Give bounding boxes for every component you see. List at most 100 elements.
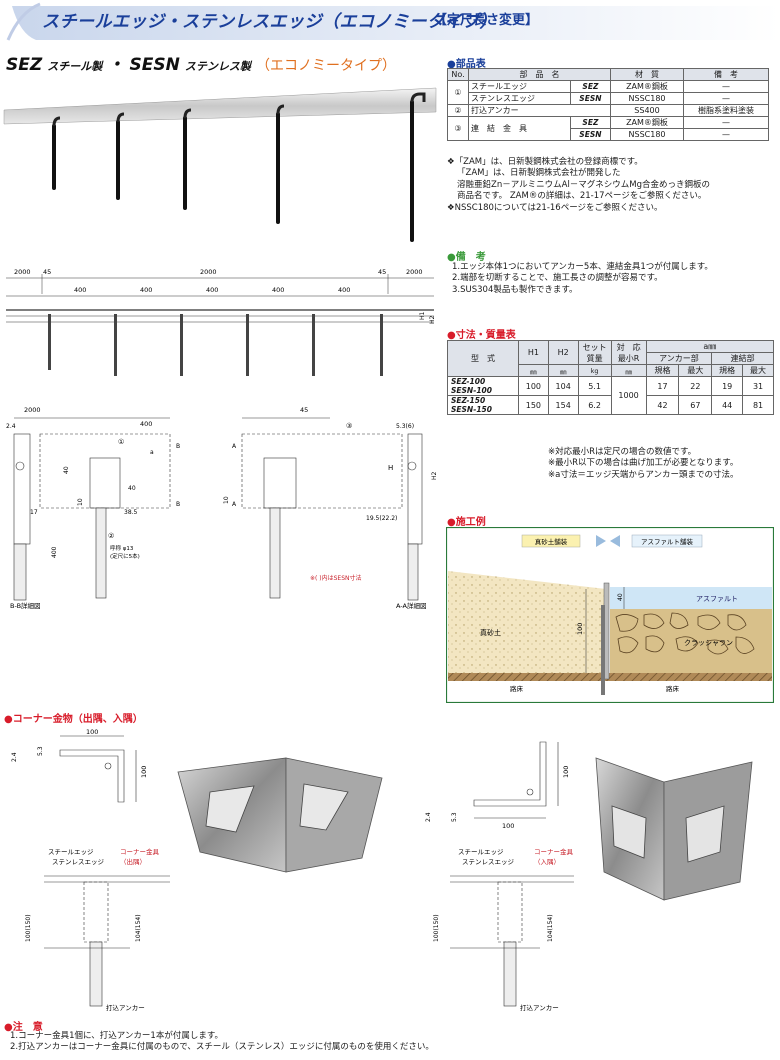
callout-3: ③ <box>346 422 352 430</box>
dim-400: 400 <box>272 286 284 294</box>
asphalt-layer <box>610 587 772 609</box>
crusher-layer <box>610 609 772 673</box>
table-row: ② 打込アンカー SS400 樹脂系塗料塗装 <box>447 104 769 117</box>
sesn-dim-note: ※( )内はSESN寸法 <box>310 574 362 582</box>
dims-note: ※a寸法＝エッジ天端からアンカー頭までの寸法。 <box>548 469 739 480</box>
corner-dim-2-4-right: 2.4 <box>425 812 432 822</box>
dim-400: 400 <box>206 286 218 294</box>
cut-b-bottom: B <box>176 501 180 508</box>
j-std-cell: 19 <box>711 376 744 396</box>
dim-h1: H1 <box>419 311 426 320</box>
steel-edge-label-right: スチールエッジ <box>458 848 504 856</box>
dims-header-radius: 対 応最小R <box>610 340 647 365</box>
corner-in-label: コーナー金具 <box>534 847 574 856</box>
remarks-heading: ●備 考 <box>447 248 486 263</box>
parts-heading: ●部品表 <box>447 59 486 70</box>
parts-material: ZAM®鋼板 <box>610 116 684 129</box>
parts-code: SEZ <box>569 116 612 129</box>
parts-header-no: No. <box>447 68 469 81</box>
dims-header-joint-std: 規格 <box>711 364 744 377</box>
construction-heading-text: ●施工例 <box>447 517 486 528</box>
dim-h2-detail: H2 <box>431 471 438 480</box>
corner-in-sub: （入隅） <box>534 857 560 866</box>
caution-list: 1.コーナー金具1個に、打込アンカー1本が付属します。 2.打込アンカーはコーナ… <box>10 1031 770 1054</box>
construction-diagram: 真砂土舗装 アスファルト舗装 真砂土 アスファルト クラッシャラン 路床 路床 … <box>446 527 774 703</box>
list-item: 2.打込アンカーはコーナー金具に付属のもので、スチール（ステンレス）エッジに付属… <box>10 1042 434 1053</box>
soil-layer <box>448 571 606 673</box>
parts-material: SS400 <box>610 104 684 117</box>
anchor-diameter: 呼称 φ13 <box>110 544 134 552</box>
corner-out-label: コーナー金具 <box>120 847 160 856</box>
asphalt-label: アスファルト舗装 <box>641 537 694 546</box>
construction-heading: ●施工例 <box>447 513 486 528</box>
technical-drawing: 2000 2000 2000 45 45 400 400 400 400 400… <box>6 268 438 610</box>
dim-38-5: 38.5 <box>124 509 138 516</box>
dims-header-joint-max: 最大 <box>742 364 774 377</box>
parts-table: No. 部 品 名 材 質 備 考 ① スチールエッジ SEZ ZAM®鋼板 —… <box>447 68 769 141</box>
dim-400: 400 <box>338 286 350 294</box>
h1-cell: 100 <box>518 376 549 396</box>
soil-label: 真砂土舗装 <box>535 537 568 546</box>
dim-45-right: 45 <box>378 268 386 276</box>
asphalt-text: アスファルト <box>696 595 738 603</box>
nssc-note-line: ❖NSSC180については21-16ページをご参照ください。 <box>447 202 663 213</box>
dims-header-h1: H1 <box>518 340 549 365</box>
dim-10-right: 10 <box>223 496 230 504</box>
corner-drawings: 100 100 2.4 5.3 100 100 2.4 5.3 スチールエッジ … <box>11 728 753 1012</box>
subtitle-bullet: ・ <box>107 55 125 75</box>
corner-out-photo <box>177 757 383 873</box>
parts-name: 連 結 金 具 <box>468 116 571 141</box>
zam-notes: ❖「ZAM」は、日新製鋼株式会社の登録商標です。 「ZAM」は、日新製鋼株式会社… <box>447 157 777 214</box>
sesn-material: ステンレス製 <box>184 60 251 73</box>
h2-cell: 154 <box>547 395 579 415</box>
dim-400: 400 <box>140 286 152 294</box>
list-item: 1.エッジ本体1つにおいてアンカー5本、連結金具1つが付属します。 <box>452 262 713 272</box>
subgrade-layer <box>448 673 772 681</box>
caution-heading: ●注 意 <box>4 1022 43 1033</box>
j-max-cell: 31 <box>742 376 774 396</box>
parts-no: ② <box>447 104 469 117</box>
corner-height-100-right: 100(150) <box>433 914 440 942</box>
table-row: ③ 連 結 金 具 SEZ ZAM®鋼板 — <box>447 116 769 141</box>
dim-17: 17 <box>30 509 38 516</box>
dim-2000-center: 2000 <box>200 268 217 276</box>
dim-h2: H2 <box>429 315 436 324</box>
a-max-cell: 67 <box>678 395 713 415</box>
dims-header-anchor-max: 最大 <box>678 364 713 377</box>
stainless-edge-label: ステンレスエッジ <box>52 858 105 866</box>
corner-dim-100-vertical: 100 <box>140 766 148 778</box>
dim-h: H <box>388 464 393 472</box>
corner-anchor-label-right: 打込アンカー <box>520 1003 559 1012</box>
dim-400-vertical: 400 <box>51 546 58 558</box>
corner-dim-100: 100 <box>86 728 98 736</box>
callout-2: ② <box>108 532 114 540</box>
weight-cell: 5.1 <box>577 376 612 396</box>
dim-45-detail: 45 <box>300 406 308 414</box>
remarks-list: 1.エッジ本体1つにおいてアンカー5本、連結金具1つが付属します。 2.端部を切… <box>452 262 777 296</box>
parts-note: — <box>683 128 769 141</box>
parts-material: NSSC180 <box>610 128 684 141</box>
cut-a-bottom: A <box>232 501 237 508</box>
dims-table: 型 式 H1 H2 セット質量 対 応最小R a㎜ アンカー部 連結部 ㎜ ㎜ … <box>447 340 775 415</box>
stainless-edge-label-right: ステンレスエッジ <box>462 858 515 866</box>
model-sez: SEZ-100 <box>451 377 486 386</box>
model-sesn: SESN-100 <box>451 386 492 395</box>
list-item: 1.コーナー金具1個に、打込アンカー1本が付属します。 <box>10 1031 223 1041</box>
dim-19-5: 19.5(22.2) <box>366 515 397 522</box>
product-photo <box>3 87 437 242</box>
arrow-right-icon <box>610 535 620 547</box>
parts-code: SESN <box>569 92 612 105</box>
dim-45-left: 45 <box>43 268 51 276</box>
dims-unit-radius: ㎜ <box>610 364 647 377</box>
weight-cell: 6.2 <box>577 395 612 415</box>
dims-unit-weight: kg <box>577 364 612 377</box>
parts-no: ① <box>447 80 469 105</box>
dims-header-joint: 連結部 <box>711 352 774 365</box>
corner-out-sub: （出隅） <box>120 857 146 866</box>
dims-unit-h1: ㎜ <box>518 364 549 377</box>
cut-a-top: A <box>232 443 237 450</box>
zam-note-line: 「ZAM」は、日新製鋼株式会社が開発した <box>457 168 621 179</box>
